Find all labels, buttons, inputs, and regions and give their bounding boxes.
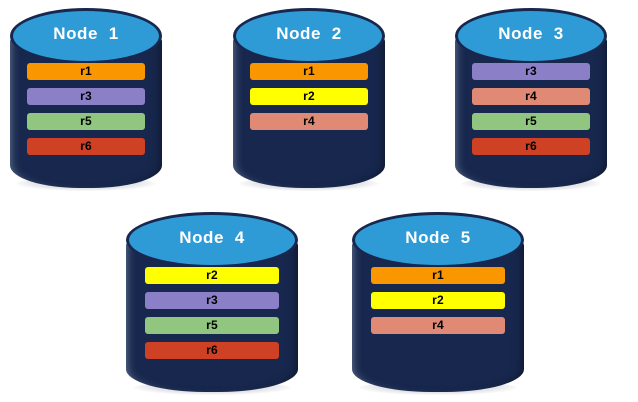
replica-bar[interactable]: r6 — [471, 138, 591, 155]
replica-list: r2 r3 r5 r6 — [144, 267, 280, 359]
replica-bar[interactable]: r1 — [26, 63, 146, 80]
database-node-4[interactable]: Node 4 r2 r3 r5 r6 — [126, 212, 298, 395]
database-node-1[interactable]: Node 1 r1 r3 r5 r6 — [10, 8, 162, 191]
node-title: Node 4 — [179, 228, 245, 247]
replica-bar[interactable]: r5 — [144, 317, 280, 334]
replica-list: r1 r2 r4 — [249, 63, 369, 130]
cylinder-top-ellipse-icon — [10, 8, 162, 64]
database-node-5[interactable]: Node 5 r1 r2 r4 — [352, 212, 524, 395]
replica-bar[interactable]: r6 — [144, 342, 280, 359]
replica-bar[interactable]: r5 — [471, 113, 591, 130]
replica-bar[interactable]: r2 — [144, 267, 280, 284]
cylinder-top-ellipse-icon — [352, 212, 524, 268]
replica-bar[interactable]: r3 — [26, 88, 146, 105]
replica-bar[interactable]: r5 — [26, 113, 146, 130]
replica-bar[interactable]: r3 — [144, 292, 280, 309]
cylinder-top-ellipse-icon — [233, 8, 385, 64]
node-title: Node 1 — [53, 24, 119, 43]
replica-bar[interactable]: r2 — [370, 292, 506, 309]
node-title: Node 3 — [498, 24, 564, 43]
cylinder-top-ellipse-icon — [455, 8, 607, 64]
replica-list: r3 r4 r5 r6 — [471, 63, 591, 155]
replica-list: r1 r2 r4 — [370, 267, 506, 334]
replica-list: r1 r3 r5 r6 — [26, 63, 146, 155]
replica-bar[interactable]: r4 — [249, 113, 369, 130]
node-title: Node 2 — [276, 24, 342, 43]
database-node-3[interactable]: Node 3 r3 r4 r5 r6 — [455, 8, 607, 191]
cylinder-top-ellipse-icon — [126, 212, 298, 268]
replica-bar[interactable]: r3 — [471, 63, 591, 80]
replica-bar[interactable]: r1 — [370, 267, 506, 284]
replica-bar[interactable]: r6 — [26, 138, 146, 155]
database-node-2[interactable]: Node 2 r1 r2 r4 — [233, 8, 385, 191]
replica-bar[interactable]: r1 — [249, 63, 369, 80]
replica-bar[interactable]: r4 — [370, 317, 506, 334]
replica-bar[interactable]: r4 — [471, 88, 591, 105]
node-title: Node 5 — [405, 228, 471, 247]
replica-bar[interactable]: r2 — [249, 88, 369, 105]
